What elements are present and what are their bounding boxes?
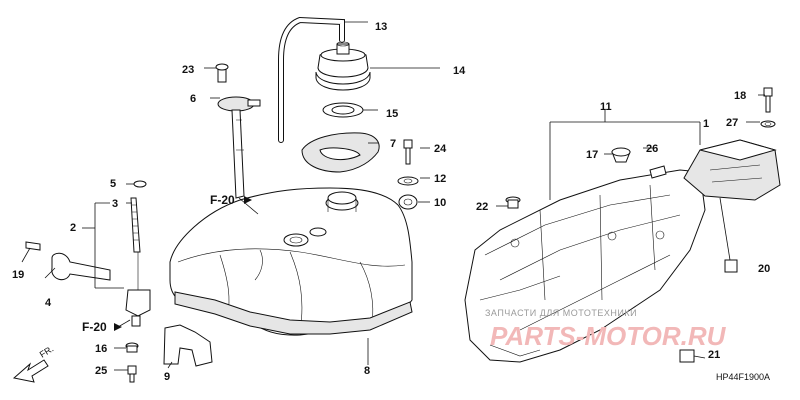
ignition-module — [683, 139, 781, 201]
diagram-code: HP44F1900A — [716, 372, 770, 382]
ref-f20-tank: F-20 — [210, 193, 235, 207]
callout-13: 13 — [375, 21, 387, 33]
callout-23: 23 — [182, 64, 194, 76]
front-arrow: FR. — [12, 344, 56, 383]
ref-f20-valve: F-20 — [82, 320, 107, 334]
cap-gasket — [322, 102, 364, 118]
callout-4: 4 — [45, 297, 52, 309]
tank-cover — [301, 132, 380, 173]
hose-clamp — [163, 324, 213, 367]
callout-25: 25 — [95, 365, 107, 377]
fuel-gauge-sender — [215, 63, 261, 199]
watermark-text: ЗАПЧАСТИ ДЛЯ МОТОТЕХНИКИ — [485, 308, 637, 318]
callout-6: 6 — [190, 93, 196, 105]
misc-small-parts — [505, 87, 776, 363]
callout-22: 22 — [476, 201, 488, 213]
callout-12: 12 — [434, 173, 446, 185]
callout-9: 9 — [164, 371, 170, 383]
callout-24: 24 — [434, 143, 447, 155]
fuel-tank — [169, 187, 413, 336]
callout-11: 11 — [600, 101, 612, 113]
callout-10: 10 — [434, 197, 446, 209]
callout-labels: 1 2 3 4 5 6 7 8 9 10 11 12 13 14 15 16 1… — [12, 21, 770, 383]
small-fittings — [397, 139, 419, 210]
callout-2: 2 — [70, 222, 76, 234]
mounting-frame — [464, 169, 706, 363]
callout-5: 5 — [110, 178, 116, 190]
callout-19: 19 — [12, 269, 24, 281]
callout-20: 20 — [758, 263, 770, 275]
reference-labels: F-20 F-20 — [82, 193, 252, 334]
callout-21: 21 — [708, 349, 720, 361]
front-label: FR. — [38, 344, 56, 360]
callout-14: 14 — [453, 65, 466, 77]
callout-8: 8 — [364, 365, 370, 377]
small-bolts — [125, 342, 139, 383]
watermark: ЗАПЧАСТИ ДЛЯ МОТОТЕХНИКИ PARTS-MOTOR.RU — [485, 308, 727, 351]
fuel-valve — [25, 180, 151, 327]
callout-3: 3 — [112, 198, 118, 210]
callout-18: 18 — [734, 90, 746, 102]
callout-26: 26 — [646, 143, 658, 155]
watermark-logo: PARTS-MOTOR.RU — [490, 321, 727, 351]
callout-15: 15 — [386, 108, 398, 120]
callout-17: 17 — [586, 149, 598, 161]
callout-1: 1 — [703, 118, 709, 130]
callout-27: 27 — [726, 117, 738, 129]
leader-lines — [21, 21, 765, 371]
fuel-cap — [315, 41, 371, 91]
breather-tube — [278, 16, 345, 143]
callout-16: 16 — [95, 343, 107, 355]
callout-7: 7 — [390, 138, 396, 150]
